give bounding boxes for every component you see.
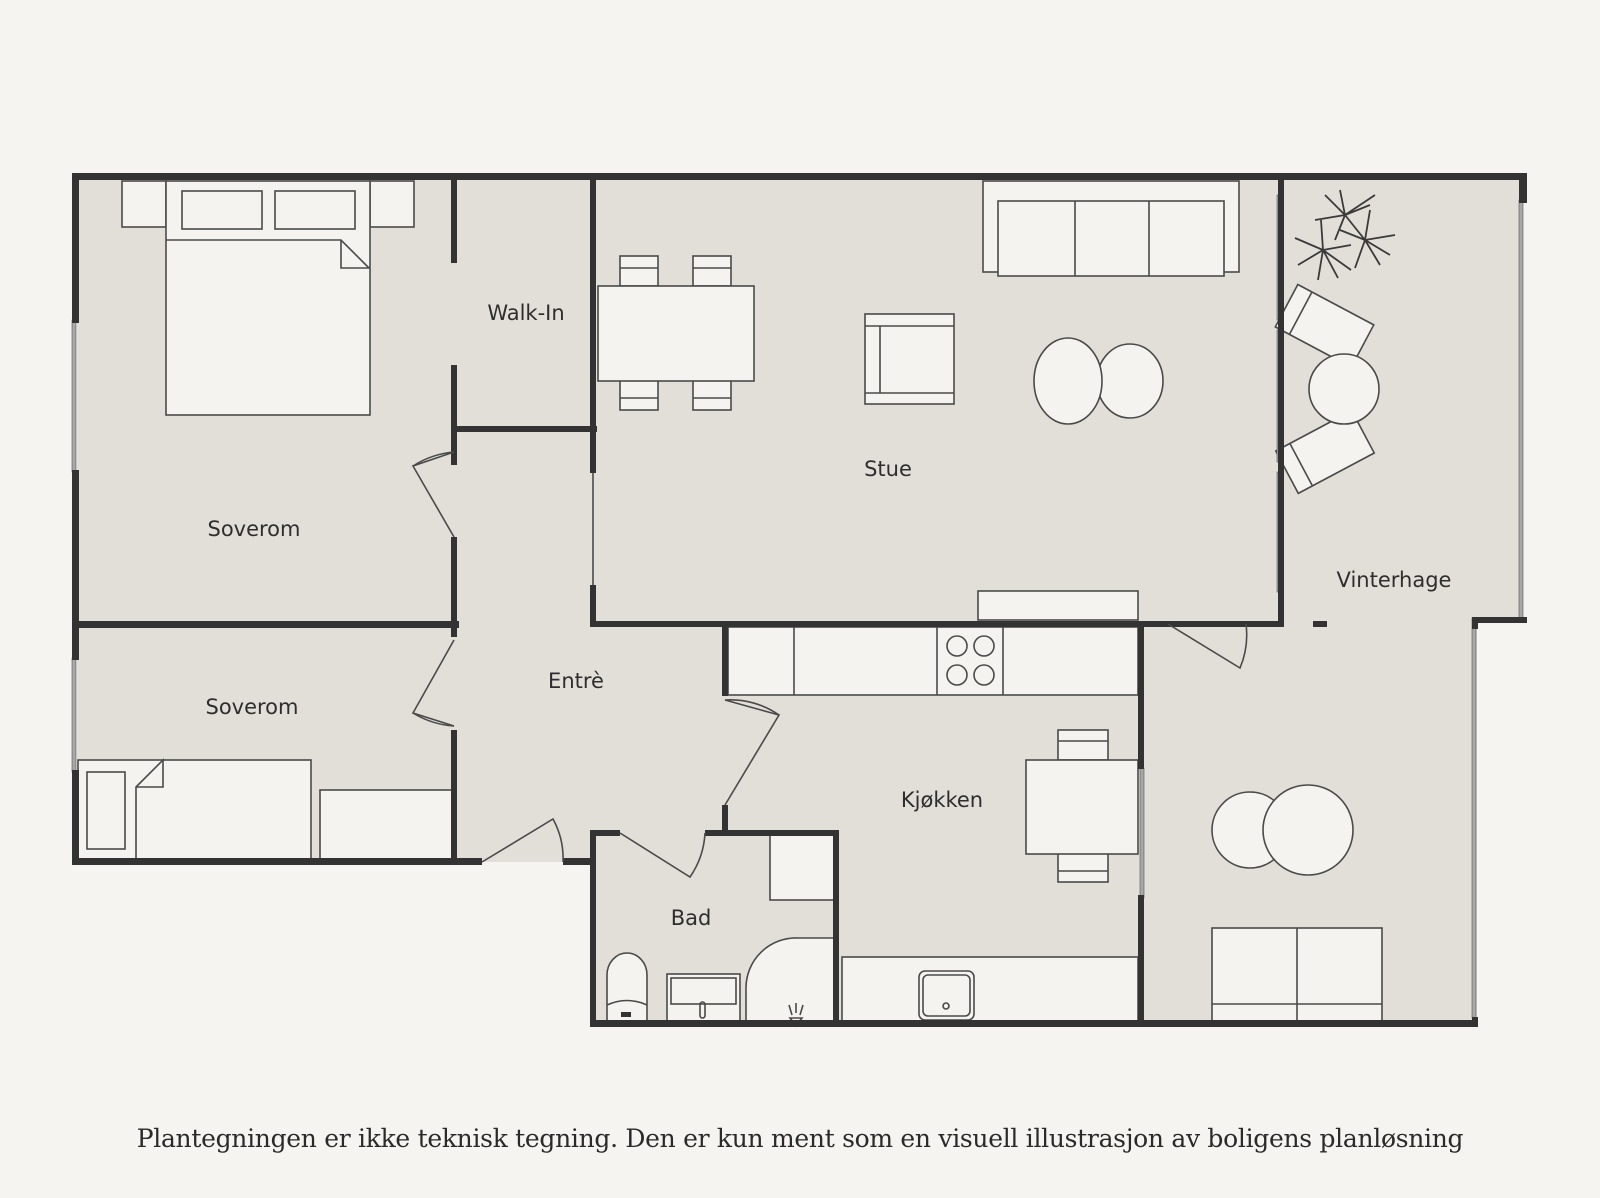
lounge-chairs	[1274, 283, 1380, 495]
room-label-vinterhage: Vinterhage	[1337, 568, 1452, 592]
dining-table-stue	[597, 255, 755, 411]
side-tables	[1033, 337, 1164, 425]
bathroom-fixtures	[606, 834, 837, 1028]
room-label-stue: Stue	[864, 457, 912, 481]
sofa	[982, 180, 1240, 277]
room-label-soverom-2: Soverom	[205, 695, 298, 719]
tv-bench	[977, 590, 1139, 621]
armchair	[864, 313, 955, 405]
room-label-walk-in: Walk-In	[487, 301, 564, 325]
lower-right-furniture	[1211, 784, 1383, 1026]
disclaimer-caption: Plantegningen er ikke teknisk tegning. D…	[136, 1124, 1464, 1153]
room-label-entre: Entrè	[548, 669, 604, 693]
walls	[72, 173, 1527, 1027]
room-labels: Soverom Walk-In Stue Vinterhage Soverom …	[205, 301, 1451, 930]
kitchen-sink-counter	[841, 956, 1139, 1026]
room-label-soverom-1: Soverom	[207, 517, 300, 541]
kitchen-table	[1025, 729, 1139, 883]
double-bed	[121, 180, 415, 416]
doors	[411, 451, 1248, 879]
room-label-kjokken: Kjøkken	[901, 788, 983, 812]
kitchen-counter	[727, 626, 1139, 696]
plant-icon	[1294, 189, 1396, 281]
single-bed	[77, 758, 455, 861]
room-label-bad: Bad	[671, 906, 712, 930]
